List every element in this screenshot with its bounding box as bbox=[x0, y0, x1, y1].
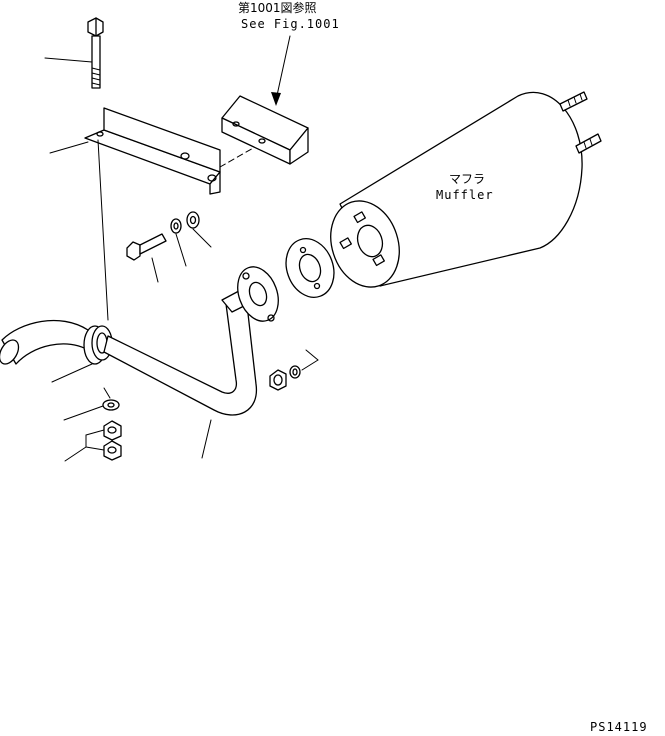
reference-note-en: See Fig.1001 bbox=[241, 17, 340, 31]
pipe-flange bbox=[237, 266, 279, 322]
muffler-bracket bbox=[84, 107, 221, 195]
pipe-washer-leader bbox=[63, 405, 104, 421]
flange-nut bbox=[269, 369, 287, 391]
muffler-gasket bbox=[285, 238, 335, 298]
lower-nut bbox=[103, 440, 122, 461]
muffler-studs bbox=[559, 91, 602, 154]
bolt-leader bbox=[44, 57, 93, 63]
plain-washer-leader bbox=[192, 228, 212, 248]
pipe-washer bbox=[102, 399, 120, 411]
lock-washer bbox=[170, 218, 182, 234]
reference-note-jp: 第1001図参照 bbox=[238, 0, 317, 15]
muffler-clamp bbox=[221, 95, 309, 165]
inlet-pipe-leader bbox=[51, 363, 93, 383]
lock-washer-leader bbox=[175, 233, 187, 267]
small-bolt bbox=[126, 233, 167, 261]
reference-arrow bbox=[271, 35, 291, 106]
flange-nut-leader bbox=[301, 349, 319, 371]
washer-drop-line bbox=[103, 387, 111, 399]
muffler-label-en: Muffler bbox=[436, 188, 494, 202]
upper-nut bbox=[103, 420, 122, 441]
drawing-code: PS14119 bbox=[590, 720, 648, 734]
inlet-elbow-pipe bbox=[0, 319, 93, 365]
muffler-body bbox=[330, 91, 583, 288]
exhaust-pipe bbox=[103, 283, 257, 416]
small-bolt-leader bbox=[151, 257, 159, 283]
flange-lock-washer bbox=[289, 365, 301, 379]
bracket-leader bbox=[49, 141, 89, 154]
muffler-label-jp: マフラ bbox=[449, 172, 485, 186]
mounting-bolt bbox=[87, 17, 104, 89]
nut-leader bbox=[64, 429, 105, 462]
exhaust-pipe-leader bbox=[201, 419, 212, 459]
plain-washer bbox=[186, 211, 200, 229]
vertical-alignment-line bbox=[97, 139, 109, 321]
